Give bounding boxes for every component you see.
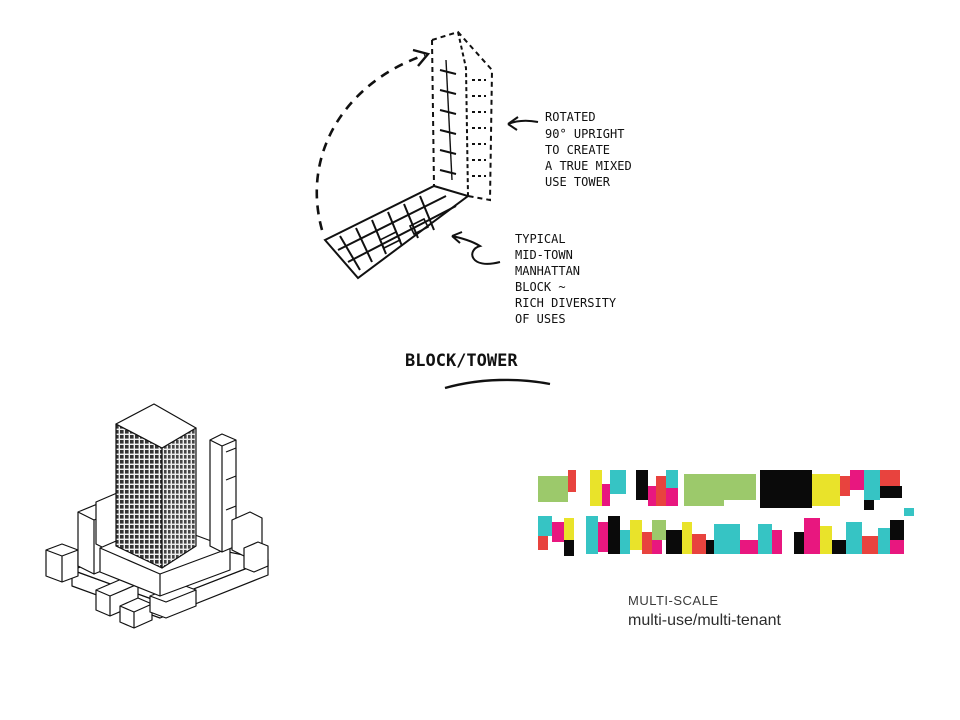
strip-block (610, 470, 626, 494)
note-rotated-line: A TRUE MIXED (545, 159, 632, 173)
sketch-title: BLOCK/TOWER (405, 351, 518, 371)
strip-block (568, 470, 576, 492)
title-underline (444, 378, 551, 390)
note-rotated-line: 90° UPRIGHT (545, 127, 624, 141)
strip-block (576, 470, 590, 488)
strip-block (636, 470, 648, 500)
rotation-arrowhead (412, 48, 431, 67)
strip-block (564, 540, 574, 556)
multi-use-caption: multi-use/multi-tenant (628, 612, 781, 629)
note-typical-line: MID-TOWN (515, 248, 573, 262)
note-typical-line: BLOCK ~ (515, 280, 566, 294)
strip-block (714, 524, 740, 554)
strip-block (706, 540, 714, 554)
strip-block (794, 532, 804, 554)
strip-block (666, 530, 682, 554)
strip-block (538, 476, 568, 502)
strip-block (552, 522, 564, 542)
strip-block (648, 486, 656, 506)
note-rotated-line: ROTATED (545, 110, 596, 124)
note-typical-line: OF USES (515, 312, 566, 326)
strip-block (598, 522, 608, 552)
strip-block (666, 488, 678, 506)
note-rotated: ROTATED 90° UPRIGHT TO CREATE A TRUE MIX… (545, 110, 632, 189)
rotation-arc (315, 53, 426, 231)
multi-scale-label: MULTI-SCALE (628, 593, 719, 608)
strip-block (564, 518, 574, 548)
strip-block (652, 520, 666, 540)
strip-block (684, 474, 724, 506)
note-typical-line: TYPICAL (515, 232, 566, 246)
strip-block (740, 540, 758, 554)
arrow-to-block (451, 231, 501, 265)
strip-block (840, 476, 850, 496)
strip-block (574, 518, 586, 554)
strip-block (630, 520, 642, 550)
strip-block (620, 530, 630, 554)
arrow-to-tower (507, 116, 539, 131)
strip-block (538, 516, 552, 536)
strip-block (832, 540, 846, 554)
strip-block (812, 474, 840, 506)
main-tower-roof (115, 403, 197, 449)
strip-block (682, 522, 692, 554)
strip-block (656, 476, 666, 506)
strip-block (904, 508, 914, 516)
strip-block (692, 534, 706, 554)
strip-block (864, 470, 880, 500)
note-typical-line: MANHATTAN (515, 264, 580, 278)
strip-block (758, 524, 772, 554)
strip-block (608, 516, 620, 554)
strip-block (642, 532, 652, 554)
strip-block (666, 470, 678, 488)
strip-block (626, 470, 636, 506)
strip-block (890, 540, 904, 554)
upright-tower-sketch (431, 30, 494, 202)
note-typical: TYPICAL MID-TOWN MANHATTAN BLOCK ~ RICH … (515, 232, 617, 326)
low-block (243, 541, 269, 573)
strip-block (864, 500, 874, 510)
strip-block (602, 484, 610, 506)
strip-block (590, 470, 602, 506)
strip-block (820, 526, 832, 554)
strip-block (538, 536, 548, 550)
strip-block (772, 530, 782, 554)
note-rotated-line: TO CREATE (545, 143, 610, 157)
strip-block (880, 470, 900, 486)
strip-block (880, 486, 902, 498)
strip-block (850, 470, 864, 490)
strip-block (902, 480, 904, 502)
note-rotated-line: USE TOWER (545, 175, 611, 189)
strip-block (846, 522, 862, 554)
strip-block (878, 528, 890, 554)
horizontal-block-sketch (323, 184, 471, 280)
strip-block (652, 540, 662, 554)
strip-block (724, 474, 756, 500)
strip-block (586, 516, 598, 554)
strip-block (804, 518, 820, 554)
strip-block (760, 470, 812, 508)
strip-block (862, 536, 878, 554)
strip-block (782, 520, 794, 554)
note-typical-line: RICH DIVERSITY (515, 296, 617, 310)
